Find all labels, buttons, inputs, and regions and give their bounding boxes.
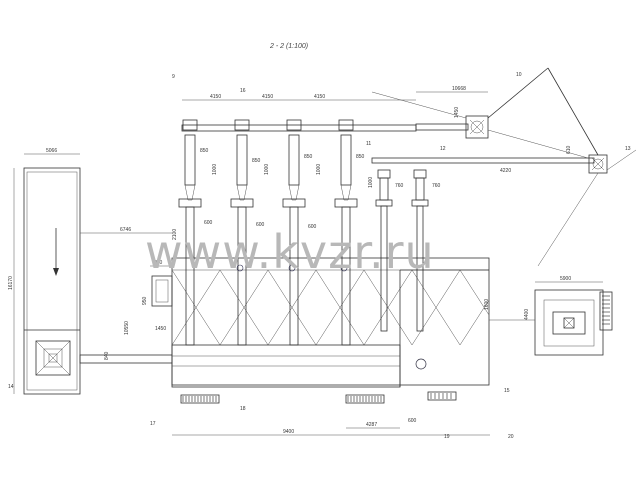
mark-17: 17 [150, 421, 156, 427]
dim-600-c: 600 [308, 224, 317, 230]
dim-950: 950 [142, 296, 148, 305]
left-unit: 5066 16170 840 6746 [8, 148, 173, 395]
dim-610: 610 [566, 145, 572, 154]
mark-12: 12 [440, 146, 446, 152]
dim-5900: 5900 [560, 276, 571, 282]
dim-2100: 2100 [172, 229, 178, 240]
mark-19: 19 [444, 434, 450, 440]
mark-20: 20 [508, 434, 514, 440]
dim-1450: 1450 [155, 326, 166, 332]
dim-4150-c: 4150 [314, 94, 325, 100]
dim-16170: 16170 [8, 276, 14, 290]
dim-4287: 4287 [366, 422, 377, 428]
dim-600-bottom: 600 [408, 418, 417, 424]
dim-1600: 1600 [484, 299, 490, 310]
dim-600-b: 600 [256, 222, 265, 228]
dim-4150-a: 4150 [210, 94, 221, 100]
mark-15: 15 [504, 388, 510, 394]
dim-850-c: 850 [304, 154, 313, 160]
dim-1000-c: 1000 [316, 164, 322, 175]
dim-1000-b: 1000 [264, 164, 270, 175]
mark-16: 16 [240, 88, 246, 94]
dim-850-a: 850 [200, 148, 209, 154]
mark-14: 14 [8, 384, 14, 390]
dim-6746: 6746 [120, 227, 131, 233]
watermark-text: www.kvzr.ru [145, 225, 435, 279]
dim-4150-b: 4150 [262, 94, 273, 100]
mark-13: 13 [625, 146, 631, 152]
dim-800: 800 [154, 260, 163, 266]
dim-9400: 9400 [283, 429, 294, 435]
dim-5066: 5066 [46, 148, 57, 154]
view-title: 2 - 2 (1:100) [269, 43, 308, 50]
mark-9: 9 [172, 74, 175, 80]
dim-760-a: 760 [395, 183, 404, 189]
dim-840: 840 [104, 351, 110, 360]
mark-18: 18 [240, 406, 246, 412]
dim-850-b: 850 [252, 158, 261, 164]
dim-850-d: 850 [356, 154, 365, 160]
dim-1450-b: 1450 [454, 107, 460, 118]
mark-10: 10 [516, 72, 522, 78]
pipe-network: 10668 1450 610 [371, 67, 637, 267]
mark-11: 11 [366, 141, 371, 147]
dim-600-a: 600 [204, 220, 213, 226]
dim-1000-d: 1000 [368, 177, 374, 188]
mark-labels: 9 16 10 11 12 13 14 15 17 18 19 20 [8, 72, 631, 440]
dim-10550: 10550 [124, 321, 130, 335]
dim-10668: 10668 [452, 86, 466, 92]
main-body: 800 950 1450 10550 9400 4287 [124, 257, 490, 436]
duct-columns: 4150 4150 4150 850 850 850 850 1000 1000… [172, 94, 417, 346]
dim-4400: 4400 [524, 309, 530, 320]
small-columns: 760 760 4220 [371, 157, 595, 332]
dim-760-b: 760 [432, 183, 441, 189]
plan-view: 5900 4400 [489, 276, 613, 356]
dim-4220: 4220 [500, 168, 511, 174]
dim-1000-a: 1000 [212, 164, 218, 175]
